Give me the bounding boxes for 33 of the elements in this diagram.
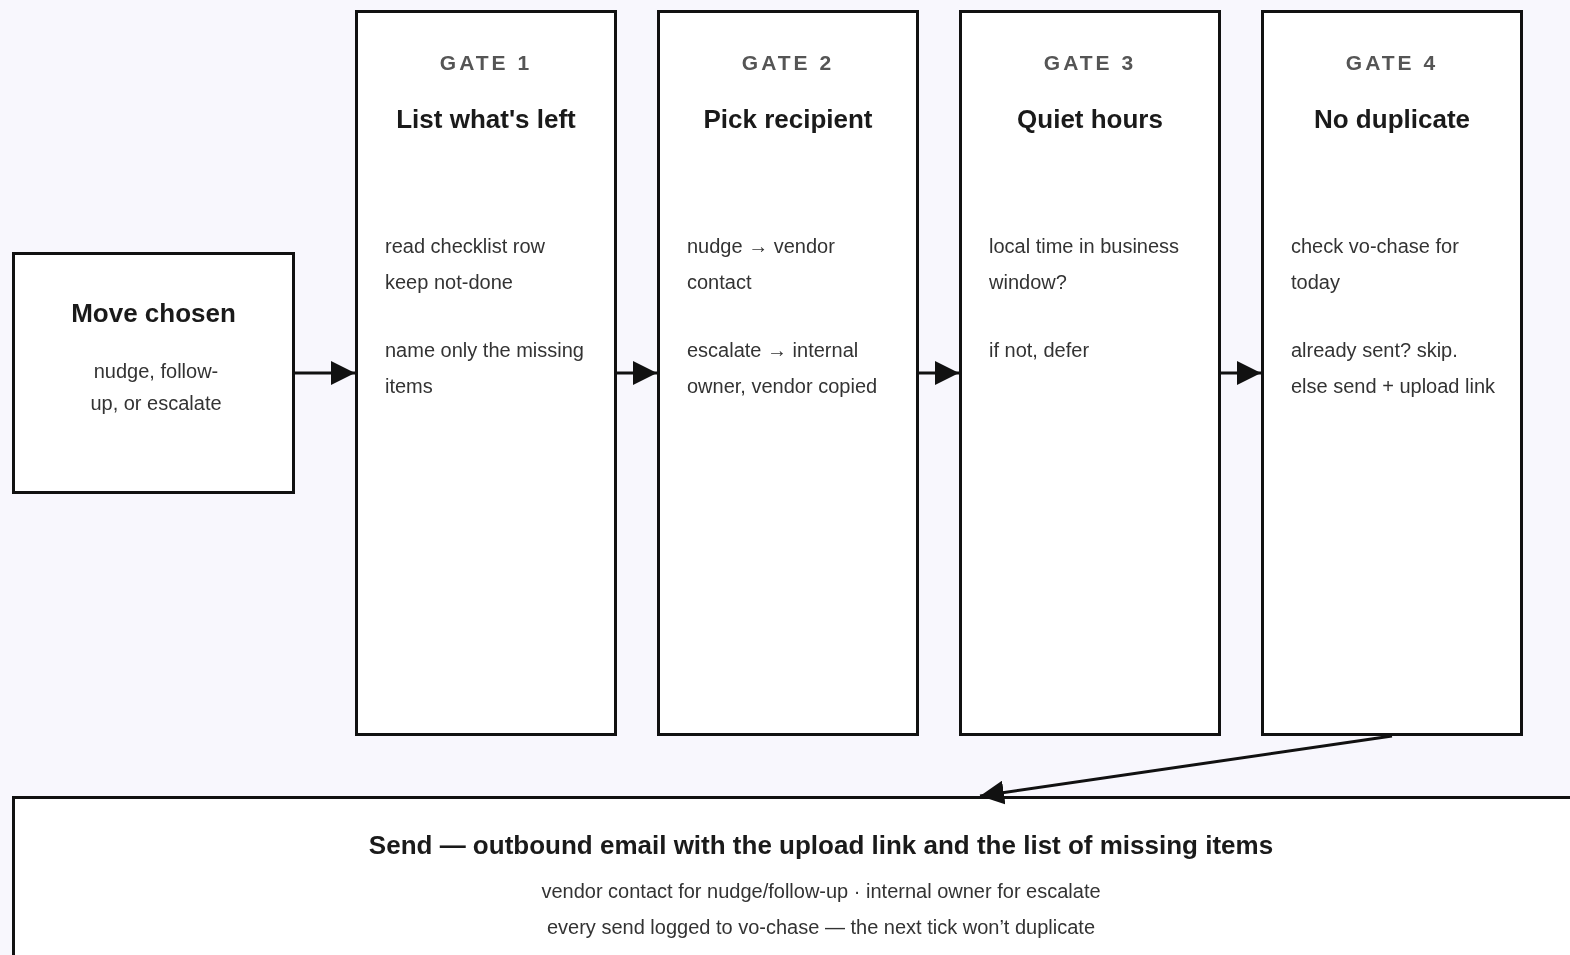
node-text: nudge, follow-up, or escalate xyxy=(89,359,223,416)
arrow xyxy=(979,734,1393,805)
arrow xyxy=(617,361,657,385)
arrow xyxy=(919,361,959,385)
node-text: every send logged to vo-chase — the next tick won’t duplicate xyxy=(545,915,1097,940)
gate-box xyxy=(355,10,617,736)
node-text: already sent? skip. else send + upload link xyxy=(1291,338,1496,399)
node-text: keep not-done xyxy=(385,270,514,295)
node-text: nudge → vendor contact xyxy=(687,234,836,295)
output-box xyxy=(12,796,1570,955)
node-title: Send — outbound email with the upload link and the list of missing items xyxy=(367,829,1275,862)
node-title: List what's left xyxy=(395,103,577,136)
node-text: check vo-chase for today xyxy=(1291,234,1460,295)
node-text: if not, defer xyxy=(989,338,1091,363)
node-title: Pick recipient xyxy=(702,103,874,136)
gate-box xyxy=(1261,10,1523,736)
node-text: read checklist row xyxy=(385,234,547,259)
step-label: GATE 2 xyxy=(740,51,836,75)
gate-box xyxy=(959,10,1221,736)
node-title: Move chosen xyxy=(70,297,237,330)
node-title: Quiet hours xyxy=(1016,103,1164,136)
step-label: GATE 4 xyxy=(1344,51,1440,75)
node-text: escalate → internal owner, vendor copied xyxy=(687,338,879,399)
node-text: local time in business window? xyxy=(989,234,1181,295)
gate-box xyxy=(657,10,919,736)
node-text: name only the missing items xyxy=(385,338,585,399)
step-label: GATE 3 xyxy=(1042,51,1138,75)
step-label: GATE 1 xyxy=(438,51,534,75)
node-text: vendor contact for nudge/follow-up · internal owner for escalate xyxy=(540,879,1102,904)
node-title: No duplicate xyxy=(1313,103,1471,136)
arrow xyxy=(295,361,355,385)
arrow xyxy=(1221,361,1261,385)
process-box xyxy=(12,252,295,494)
